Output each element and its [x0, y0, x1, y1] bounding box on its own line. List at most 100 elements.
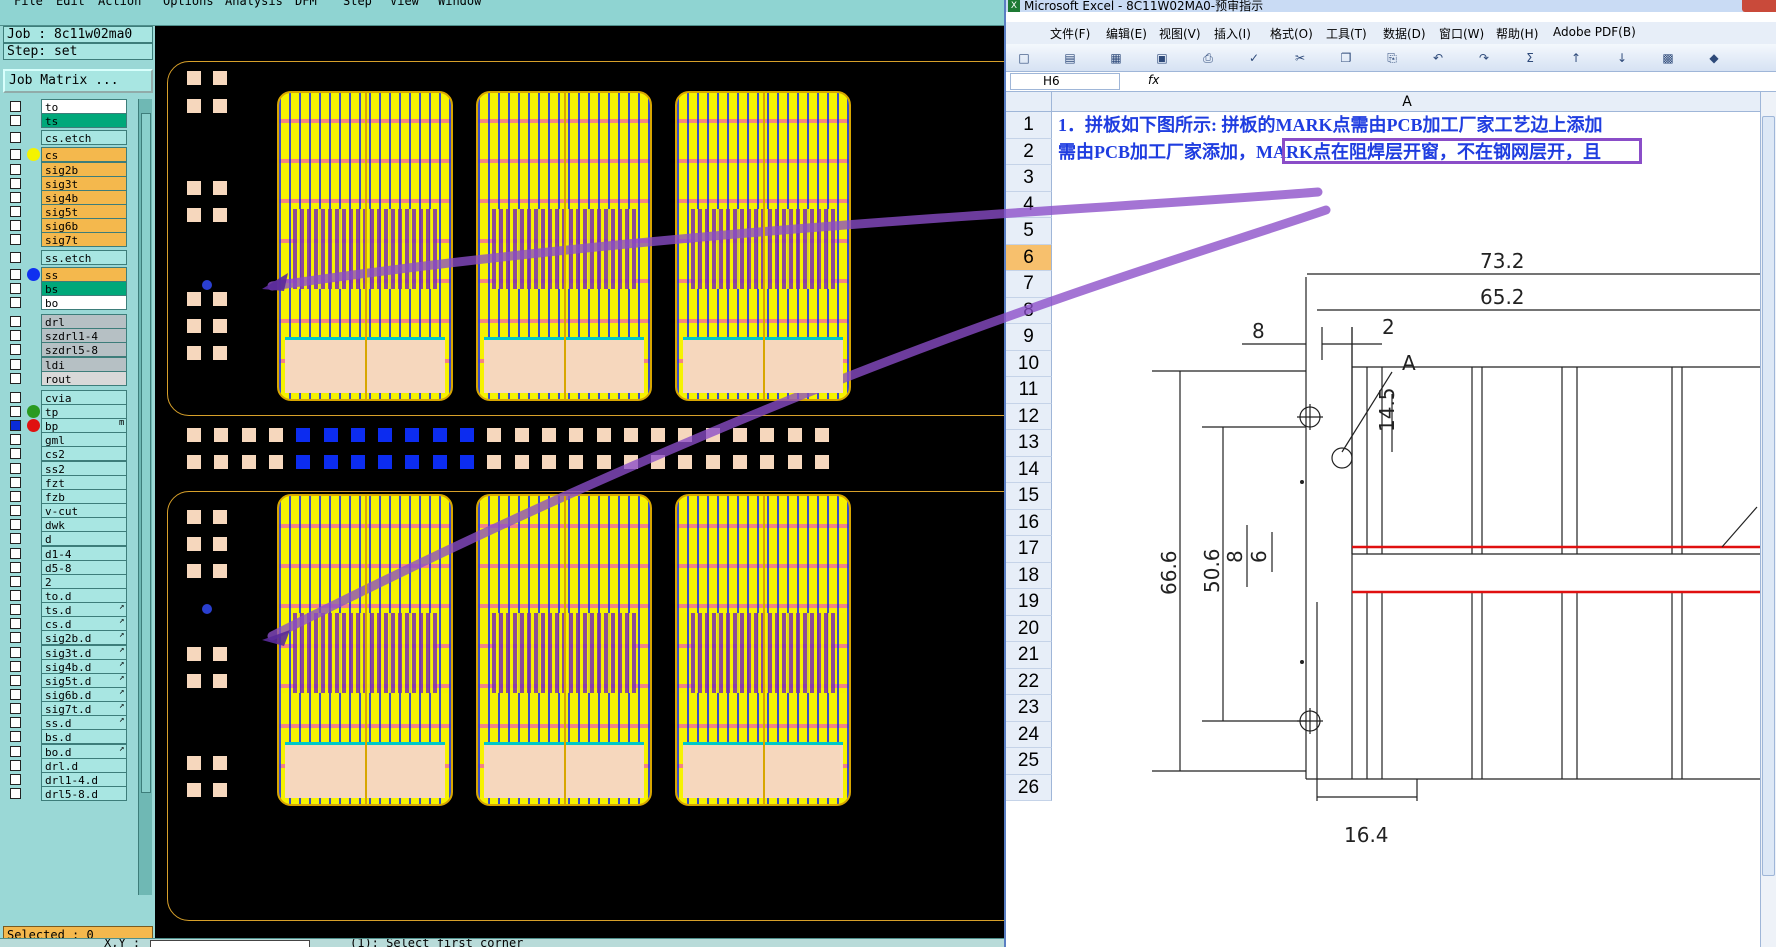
layer-name[interactable]: d1-4 [41, 545, 127, 561]
row-header[interactable]: 15 [1006, 483, 1052, 510]
layer-checkbox[interactable] [10, 604, 21, 616]
layer-checkbox[interactable] [10, 406, 21, 417]
scroll-thumb[interactable] [141, 113, 151, 793]
row-header[interactable]: 12 [1006, 403, 1052, 430]
layer-row-fzt[interactable]: fzt [3, 474, 136, 490]
toolbar-button-icon[interactable]: ↑ [1570, 51, 1582, 65]
cam-menu-dfm[interactable]: DFM [295, 0, 317, 8]
layer-row-ss.d[interactable]: ss.d↗ [3, 715, 136, 731]
layer-name[interactable]: bo [41, 294, 127, 310]
layer-checkbox[interactable] [10, 420, 21, 432]
layer-name[interactable]: drl.d [41, 757, 127, 773]
layer-checkbox[interactable] [10, 220, 21, 232]
excel-menu-item[interactable]: 窗口(W) [1439, 27, 1485, 41]
layer-checkbox[interactable] [10, 731, 21, 743]
layer-checkbox[interactable] [10, 646, 21, 658]
toolbar-button-icon[interactable]: ↷ [1478, 51, 1490, 65]
layer-name[interactable]: bo.d [41, 743, 127, 759]
layer-row-cvia[interactable]: cvia [3, 389, 136, 405]
layer-row-d[interactable]: d [3, 531, 136, 547]
layer-name[interactable]: drl1-4.d [41, 771, 127, 787]
layer-row-sig7t.d[interactable]: sig7t.d↗ [3, 701, 136, 717]
row-header[interactable]: 1 [1006, 112, 1052, 139]
layer-name[interactable]: d [41, 531, 127, 547]
layer-name[interactable]: to [41, 99, 127, 114]
layer-checkbox[interactable] [10, 206, 21, 218]
layer-row-bo.d[interactable]: bo.d↗ [3, 743, 136, 759]
excel-menu-item[interactable]: 格式(O) [1270, 27, 1313, 41]
row-header[interactable]: 6 [1006, 244, 1052, 271]
layer-checkbox[interactable] [10, 689, 21, 700]
layer-checkbox[interactable] [10, 759, 21, 771]
fx-icon[interactable]: fx [1148, 73, 1160, 87]
layer-name[interactable]: d5-8 [41, 559, 127, 575]
toolbar-button-icon[interactable]: ⎘ [1387, 51, 1397, 65]
layer-row-bs[interactable]: bs [3, 280, 136, 296]
layer-checkbox[interactable] [10, 773, 21, 785]
layer-row-dwk[interactable]: dwk [3, 517, 136, 533]
layer-row-drl1-4.d[interactable]: drl1-4.d [3, 771, 136, 787]
layer-checkbox[interactable] [10, 358, 21, 370]
layer-checkbox[interactable] [10, 505, 21, 517]
layer-name[interactable]: sig5t.d [41, 672, 127, 688]
layer-name[interactable]: 2 [41, 573, 127, 589]
layer-name[interactable]: gml [41, 432, 127, 448]
layer-name[interactable]: drl [41, 314, 127, 330]
row-header[interactable]: 25 [1006, 748, 1052, 775]
layer-name[interactable]: ss [41, 266, 127, 282]
layer-name[interactable]: rout [41, 370, 127, 386]
layer-checkbox[interactable] [10, 745, 21, 757]
layer-checkbox[interactable] [10, 391, 21, 403]
row-header[interactable]: 20 [1006, 615, 1052, 642]
row-header[interactable]: 5 [1006, 218, 1052, 245]
layer-checkbox[interactable] [10, 234, 21, 246]
layer-name[interactable]: bs.d [41, 729, 127, 745]
cam-menu-options[interactable]: Options [163, 0, 214, 8]
layer-checkbox[interactable] [10, 589, 21, 601]
cam-menu-window[interactable]: Window [438, 0, 482, 8]
toolbar-button-icon[interactable]: ▦ [1110, 51, 1122, 65]
layer-row-ss.etch[interactable]: ss.etch [3, 249, 136, 265]
cell-a1[interactable]: 1．拼板如下图所示: 拼板的MARK点需由PCB加工厂家工艺边上添加 需由PCB… [1058, 112, 1758, 165]
toolbar-button-icon[interactable]: ↓ [1616, 51, 1628, 65]
layer-row-d1-4[interactable]: d1-4 [3, 545, 136, 561]
excel-menu-item[interactable]: 文件(F) [1050, 27, 1091, 41]
row-header[interactable]: 8 [1006, 297, 1052, 324]
cam-menu-edit[interactable]: Edit [56, 0, 85, 8]
layer-row-to[interactable]: to [3, 99, 136, 114]
layer-checkbox[interactable] [10, 660, 21, 672]
layer-row-tp[interactable]: tp [3, 404, 136, 419]
layer-row-drl5-8.d[interactable]: drl5-8.d [3, 786, 136, 802]
row-header[interactable]: 16 [1006, 509, 1052, 536]
layer-checkbox[interactable] [10, 476, 21, 488]
layer-checkbox[interactable] [10, 115, 21, 127]
layer-row-sig4b.d[interactable]: sig4b.d↗ [3, 658, 136, 674]
excel-menu-item[interactable]: 视图(V) [1159, 27, 1201, 41]
layer-name[interactable]: ldi [41, 356, 127, 372]
layer-checkbox[interactable] [10, 575, 21, 587]
layer-name[interactable]: bs [41, 280, 127, 296]
scroll-thumb[interactable] [1762, 116, 1775, 876]
layer-name[interactable]: cvia [41, 389, 127, 405]
row-header[interactable]: 10 [1006, 350, 1052, 377]
layer-name[interactable]: szdrl5-8 [41, 342, 127, 358]
close-icon[interactable] [1742, 0, 1776, 12]
excel-menu-item[interactable]: 数据(D) [1383, 27, 1426, 41]
row-header[interactable]: 26 [1006, 774, 1052, 801]
excel-menu-item[interactable]: 工具(T) [1326, 27, 1367, 41]
layer-checkbox[interactable] [10, 618, 21, 630]
excel-menu-item[interactable]: 编辑(E) [1106, 27, 1147, 41]
layer-checkbox[interactable] [10, 703, 21, 715]
layer-name[interactable]: sig4b [41, 189, 127, 205]
layer-checkbox[interactable] [10, 316, 21, 328]
excel-menu-item[interactable]: Adobe PDF(B) [1553, 25, 1636, 39]
layer-name[interactable]: drl5-8.d [41, 786, 127, 802]
cam-menu-view[interactable]: View [390, 0, 419, 8]
layer-row-sig7t[interactable]: sig7t [3, 232, 136, 248]
layer-name[interactable]: to.d [41, 587, 127, 603]
layer-row-sig4b[interactable]: sig4b [3, 189, 136, 205]
layer-checkbox[interactable] [10, 434, 21, 446]
layer-checkbox[interactable] [10, 191, 21, 203]
layer-checkbox[interactable] [10, 717, 21, 729]
layer-checkbox[interactable] [10, 330, 21, 342]
